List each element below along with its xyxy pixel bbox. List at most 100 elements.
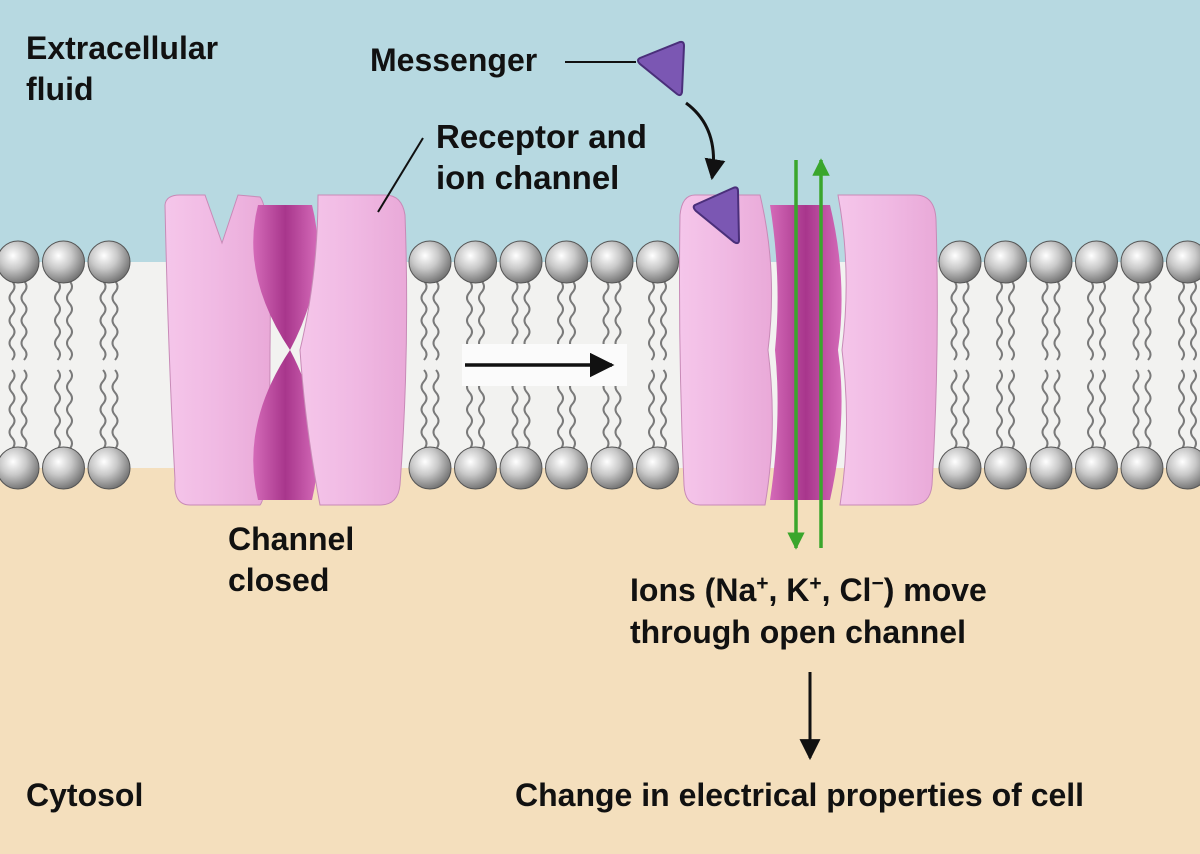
lipid-tail [20, 369, 28, 450]
closed-channel-right-subunit [299, 194, 408, 506]
k-charge: + [809, 572, 821, 595]
bound-messenger-icon [692, 186, 741, 245]
ions-label-end: ) move [884, 572, 987, 608]
receptor-label-line2: ion channel [436, 159, 619, 196]
lipid-tail [1087, 280, 1094, 361]
lipid-head-icon [636, 240, 679, 284]
lipid-head-icon [1029, 240, 1073, 284]
lipid-tail [950, 280, 958, 361]
lipid-head-icon [1166, 446, 1200, 490]
lipid-tail [111, 280, 119, 361]
channel-closed-label-line2: closed [228, 562, 329, 598]
messenger-label: Messenger [370, 42, 537, 78]
lipid-tail [1053, 280, 1061, 361]
lipid-tail [660, 369, 667, 450]
lipid-tail [1132, 280, 1140, 361]
lipid-tail [660, 280, 667, 361]
lipid-tail [1008, 280, 1015, 361]
cytosol-region [0, 468, 1200, 854]
ions-label-line1: Ions (Na+, K+, Cl−) move [630, 572, 987, 609]
open-channel-right-subunit [837, 194, 938, 506]
lipid-head-icon [545, 240, 588, 284]
lipid-head-icon [938, 446, 982, 490]
lipid-tail [1178, 369, 1185, 450]
lipid-tail [66, 369, 73, 450]
lipid-head-icon [545, 446, 588, 490]
lipid-tail [54, 280, 61, 361]
lipid-tail [432, 280, 440, 361]
lipid-tail [99, 369, 107, 450]
lipid-tail [20, 280, 28, 361]
lipid-tail [1178, 280, 1185, 361]
lipid-head-icon [408, 240, 452, 284]
lipid-tail [1144, 369, 1152, 450]
lipid-tail [420, 369, 428, 450]
lipid-tail [8, 369, 16, 450]
lipid-head-icon [636, 446, 679, 490]
lipid-tail [432, 369, 440, 450]
lipid-head-icon [454, 446, 497, 490]
lipid-tail [420, 280, 428, 361]
ions-label-line2: through open channel [630, 614, 966, 650]
lipid-tail [1132, 369, 1140, 450]
open-channel-pore [770, 205, 842, 500]
lipid-head-icon [87, 240, 131, 284]
lipid-head-icon [1075, 446, 1118, 490]
lipid-head-icon [1120, 446, 1164, 490]
lipid-tail [1190, 280, 1197, 361]
receptor-leader-line [377, 137, 424, 213]
lipid-tail [1099, 280, 1106, 361]
lipid-tail [962, 369, 970, 450]
cl-charge: − [871, 572, 883, 595]
lipid-tail [111, 369, 119, 450]
ions-label-start: Ions (Na [630, 572, 756, 608]
lipid-tail [1053, 369, 1061, 450]
lipid-tail [1008, 369, 1015, 450]
closed-channel [164, 194, 408, 506]
lipid-tail [648, 280, 655, 361]
ions-label-sep2: , Cl [822, 572, 872, 608]
binding-arrow [685, 101, 726, 181]
lipid-tail [54, 369, 61, 450]
receptor-label-line1: Receptor and [436, 118, 647, 155]
lipid-tail [950, 369, 958, 450]
lipid-head-icon [42, 240, 85, 284]
result-label: Change in electrical properties of cell [515, 777, 1084, 813]
lipid-head-icon [0, 240, 40, 284]
lipid-head-icon [499, 240, 543, 284]
lipid-head-icon [87, 446, 131, 490]
na-charge: + [756, 572, 768, 595]
lipid-head-icon [984, 446, 1027, 490]
lipid-head-icon [590, 240, 634, 284]
lipid-head-icon [1166, 240, 1200, 284]
lipid-head-icon [984, 240, 1027, 284]
lipid-tail [1190, 369, 1197, 450]
lipid-tail [99, 280, 107, 361]
closed-channel-pore [253, 205, 318, 500]
open-channel [679, 194, 938, 506]
lipid-head-icon [454, 240, 497, 284]
lipid-head-icon [1029, 446, 1073, 490]
lipid-head-icon [1120, 240, 1164, 284]
lipid-tail [996, 280, 1003, 361]
open-channel-left-subunit [679, 194, 773, 506]
lipid-tail [648, 369, 655, 450]
lipid-head-icon [408, 446, 452, 490]
lipid-head-icon [938, 240, 982, 284]
lipid-tail [962, 280, 970, 361]
lipid-tail [1041, 369, 1049, 450]
lipid-head-icon [0, 446, 40, 490]
lipid-tail [996, 369, 1003, 450]
lipid-tail [8, 280, 16, 361]
lipid-tail [1099, 369, 1106, 450]
lipid-tail [66, 280, 73, 361]
lipid-head-icon [499, 446, 543, 490]
lipid-head-icon [42, 446, 85, 490]
lipid-tail [1041, 280, 1049, 361]
lipid-head-icon [590, 446, 634, 490]
extracellular-label-line1: Extracellular [26, 30, 218, 66]
lipid-tail [1144, 280, 1152, 361]
messenger-molecule-icon [637, 40, 686, 97]
ions-label-sep1: , K [769, 572, 810, 608]
